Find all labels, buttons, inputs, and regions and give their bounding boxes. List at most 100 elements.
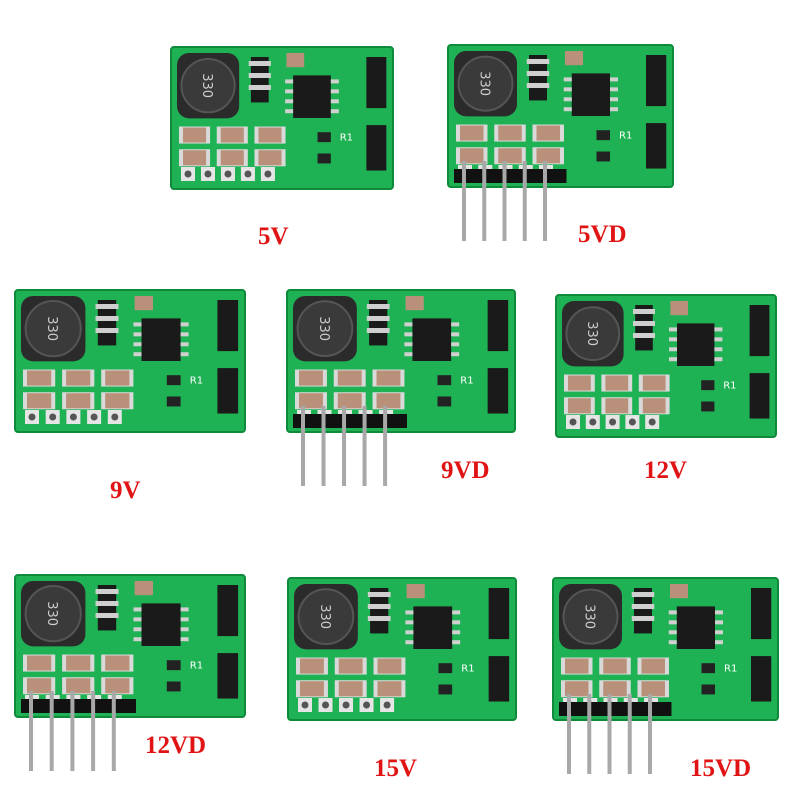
transistor [635,305,653,351]
ic-pin [285,99,294,104]
module-label: 15VD [690,755,752,782]
transistor-pad [95,316,119,321]
transistor [529,55,547,101]
capacitor [568,398,591,414]
ic-pin [451,342,460,347]
inductor-marking: 330 [584,321,599,346]
ic-pin [668,630,677,635]
module-label: 5VD [578,221,627,248]
capacitor [670,301,688,316]
resistor [317,153,331,164]
inductor-core [562,588,619,645]
ic-pin [180,322,189,327]
ic-pin [669,347,677,352]
transistor-pad [633,321,655,326]
header-pin [502,161,507,241]
inductor-core [24,300,82,358]
ic-pin [180,352,189,357]
capacitor [642,375,666,391]
header-pin [482,161,487,241]
capacitor [337,393,362,409]
ic-pin [452,620,461,625]
ic-pin [714,327,723,332]
capacitor [300,658,324,674]
capacitor [105,655,130,671]
inductor-core [457,55,514,112]
ic-chip [413,606,453,649]
capacitor [105,393,130,409]
transistor-pad [633,309,655,314]
ic-pin [404,352,413,357]
resistor [166,681,181,692]
inductor-core [24,585,82,643]
resistor [437,375,452,386]
capacitor [605,398,629,414]
resistor [701,380,715,391]
capacitor [565,658,589,674]
header-pin [362,406,367,486]
ic-pin [133,627,142,632]
transistor-pad [366,316,390,321]
capacitor [183,127,207,143]
ic-pin [715,620,723,625]
capacitor [300,681,324,697]
transistor-pad [95,589,119,594]
through-hole [184,170,192,178]
ic-pin [404,332,413,337]
connector-bottom [217,368,239,414]
capacitor [27,370,52,386]
ic-pin [563,107,572,112]
capacitor [405,296,424,311]
transistor [634,588,652,634]
module-label: 12VD [145,732,207,759]
capacitor [536,125,560,141]
inductor-marking: 330 [477,71,492,96]
ic-chip [571,73,610,116]
transistor [250,57,269,103]
ic-pin [714,347,723,352]
connector-bottom [749,373,770,419]
through-hole [90,413,98,421]
ic-pin [669,327,677,332]
through-hole [111,413,119,421]
transistor-pad [95,328,119,333]
connector-bottom [366,125,387,171]
ic-chip [141,603,181,646]
through-hole [28,413,36,421]
ic-pin [404,342,413,347]
capacitor [376,370,401,386]
transistor-pad [366,328,390,333]
transistor [370,588,389,634]
ic-pin [669,357,677,362]
transistor-pad [366,304,390,309]
ic-pin [452,610,461,615]
header-pin [29,691,33,771]
transistor-pad [95,304,119,309]
ic-pin [451,332,460,337]
ic-pin [330,99,339,104]
ic-pin [133,342,142,347]
ic-pin [563,87,572,92]
transistor [369,300,388,346]
capacitor [286,53,305,68]
connector-top [487,300,509,352]
through-hole [244,170,252,178]
header-pin [301,406,305,486]
ic-pin [668,610,677,615]
connector-top [217,300,239,352]
resistor-label: R1 [460,376,473,387]
ic-pin [610,87,618,92]
capacitor [299,393,323,409]
transistor-pad [248,73,271,78]
inductor-core [180,58,236,114]
capacitor [642,398,666,414]
capacitor [376,393,401,409]
ic-pin [405,620,414,625]
ic-chip [677,323,715,366]
capacitor [460,125,484,141]
